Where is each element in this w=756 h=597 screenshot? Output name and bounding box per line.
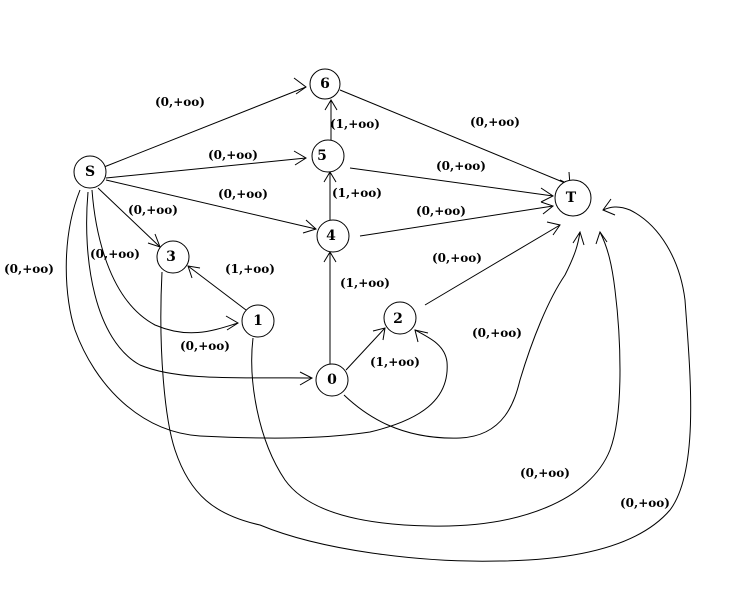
edges [65, 77, 692, 562]
edge-labels: (0,+oo) (0,+oo) (0,+oo) (0,+oo) (0,+oo) … [4, 95, 670, 510]
edge-s-5 [105, 150, 307, 179]
node-t: T [554, 179, 592, 217]
edge-5-t [349, 167, 554, 203]
edge-1-t [251, 230, 621, 527]
edge-label-3-t: (0,+oo) [620, 496, 670, 510]
edge-label-4-t: (0,+oo) [416, 204, 466, 218]
edge-label-2-t: (0,+oo) [432, 251, 482, 265]
edge-label-1-t: (0,+oo) [520, 466, 570, 480]
edge-label-s-4: (0,+oo) [218, 187, 268, 201]
edge-label-s-3: (0,+oo) [128, 203, 178, 217]
edge-s-3 [97, 187, 161, 248]
edge-2-t [424, 221, 561, 306]
node-1: 1 [241, 304, 275, 338]
node-s: S [73, 155, 107, 189]
node-6: 6 [309, 68, 341, 100]
edge-s-1 [91, 189, 239, 334]
edge-4-t [359, 201, 555, 237]
edge-label-0-2: (1,+oo) [370, 355, 420, 369]
edge-3-t [160, 198, 692, 562]
edge-s-6 [103, 77, 307, 168]
edge-label-s-6: (0,+oo) [155, 95, 205, 109]
edge-1-3 [187, 265, 247, 311]
edge-5-6 [324, 99, 338, 140]
node-4: 4 [316, 219, 350, 253]
edge-0-4 [323, 251, 337, 364]
node-1-label: 1 [253, 313, 263, 329]
edge-label-6-t: (0,+oo) [470, 115, 520, 129]
edge-label-0-4: (1,+oo) [340, 276, 390, 290]
edge-label-1-3: (1,+oo) [225, 262, 275, 276]
node-0-label: 0 [327, 372, 337, 388]
edge-label-s-2: (0,+oo) [4, 262, 54, 276]
nodes: S 6 5 4 3 1 2 0 [73, 68, 592, 397]
edge-0-2 [345, 327, 386, 371]
edge-label-s-5: (0,+oo) [208, 148, 258, 162]
edge-s-4 [105, 179, 317, 234]
edge-s-2 [65, 189, 448, 439]
node-4-label: 4 [326, 228, 336, 244]
node-2: 2 [383, 301, 417, 335]
edge-0-t [343, 230, 585, 439]
edge-label-5-6: (1,+oo) [330, 117, 380, 131]
edge-label-s-0: (0,+oo) [90, 247, 140, 261]
node-5: 5 [311, 139, 345, 173]
node-3-label: 3 [166, 249, 176, 265]
edge-label-0-t: (0,+oo) [472, 326, 522, 340]
edge-label-5-t: (0,+oo) [436, 159, 486, 173]
node-5-label: 5 [317, 148, 327, 164]
node-6-label: 6 [320, 76, 330, 92]
node-0: 0 [315, 363, 349, 397]
node-s-label: S [85, 164, 95, 180]
node-2-label: 2 [393, 311, 403, 327]
node-t-label: T [566, 190, 577, 206]
edge-s-0 [86, 191, 314, 386]
edge-label-4-5: (1,+oo) [332, 186, 382, 200]
node-3: 3 [156, 240, 190, 274]
edge-label-s-1: (0,+oo) [180, 339, 230, 353]
